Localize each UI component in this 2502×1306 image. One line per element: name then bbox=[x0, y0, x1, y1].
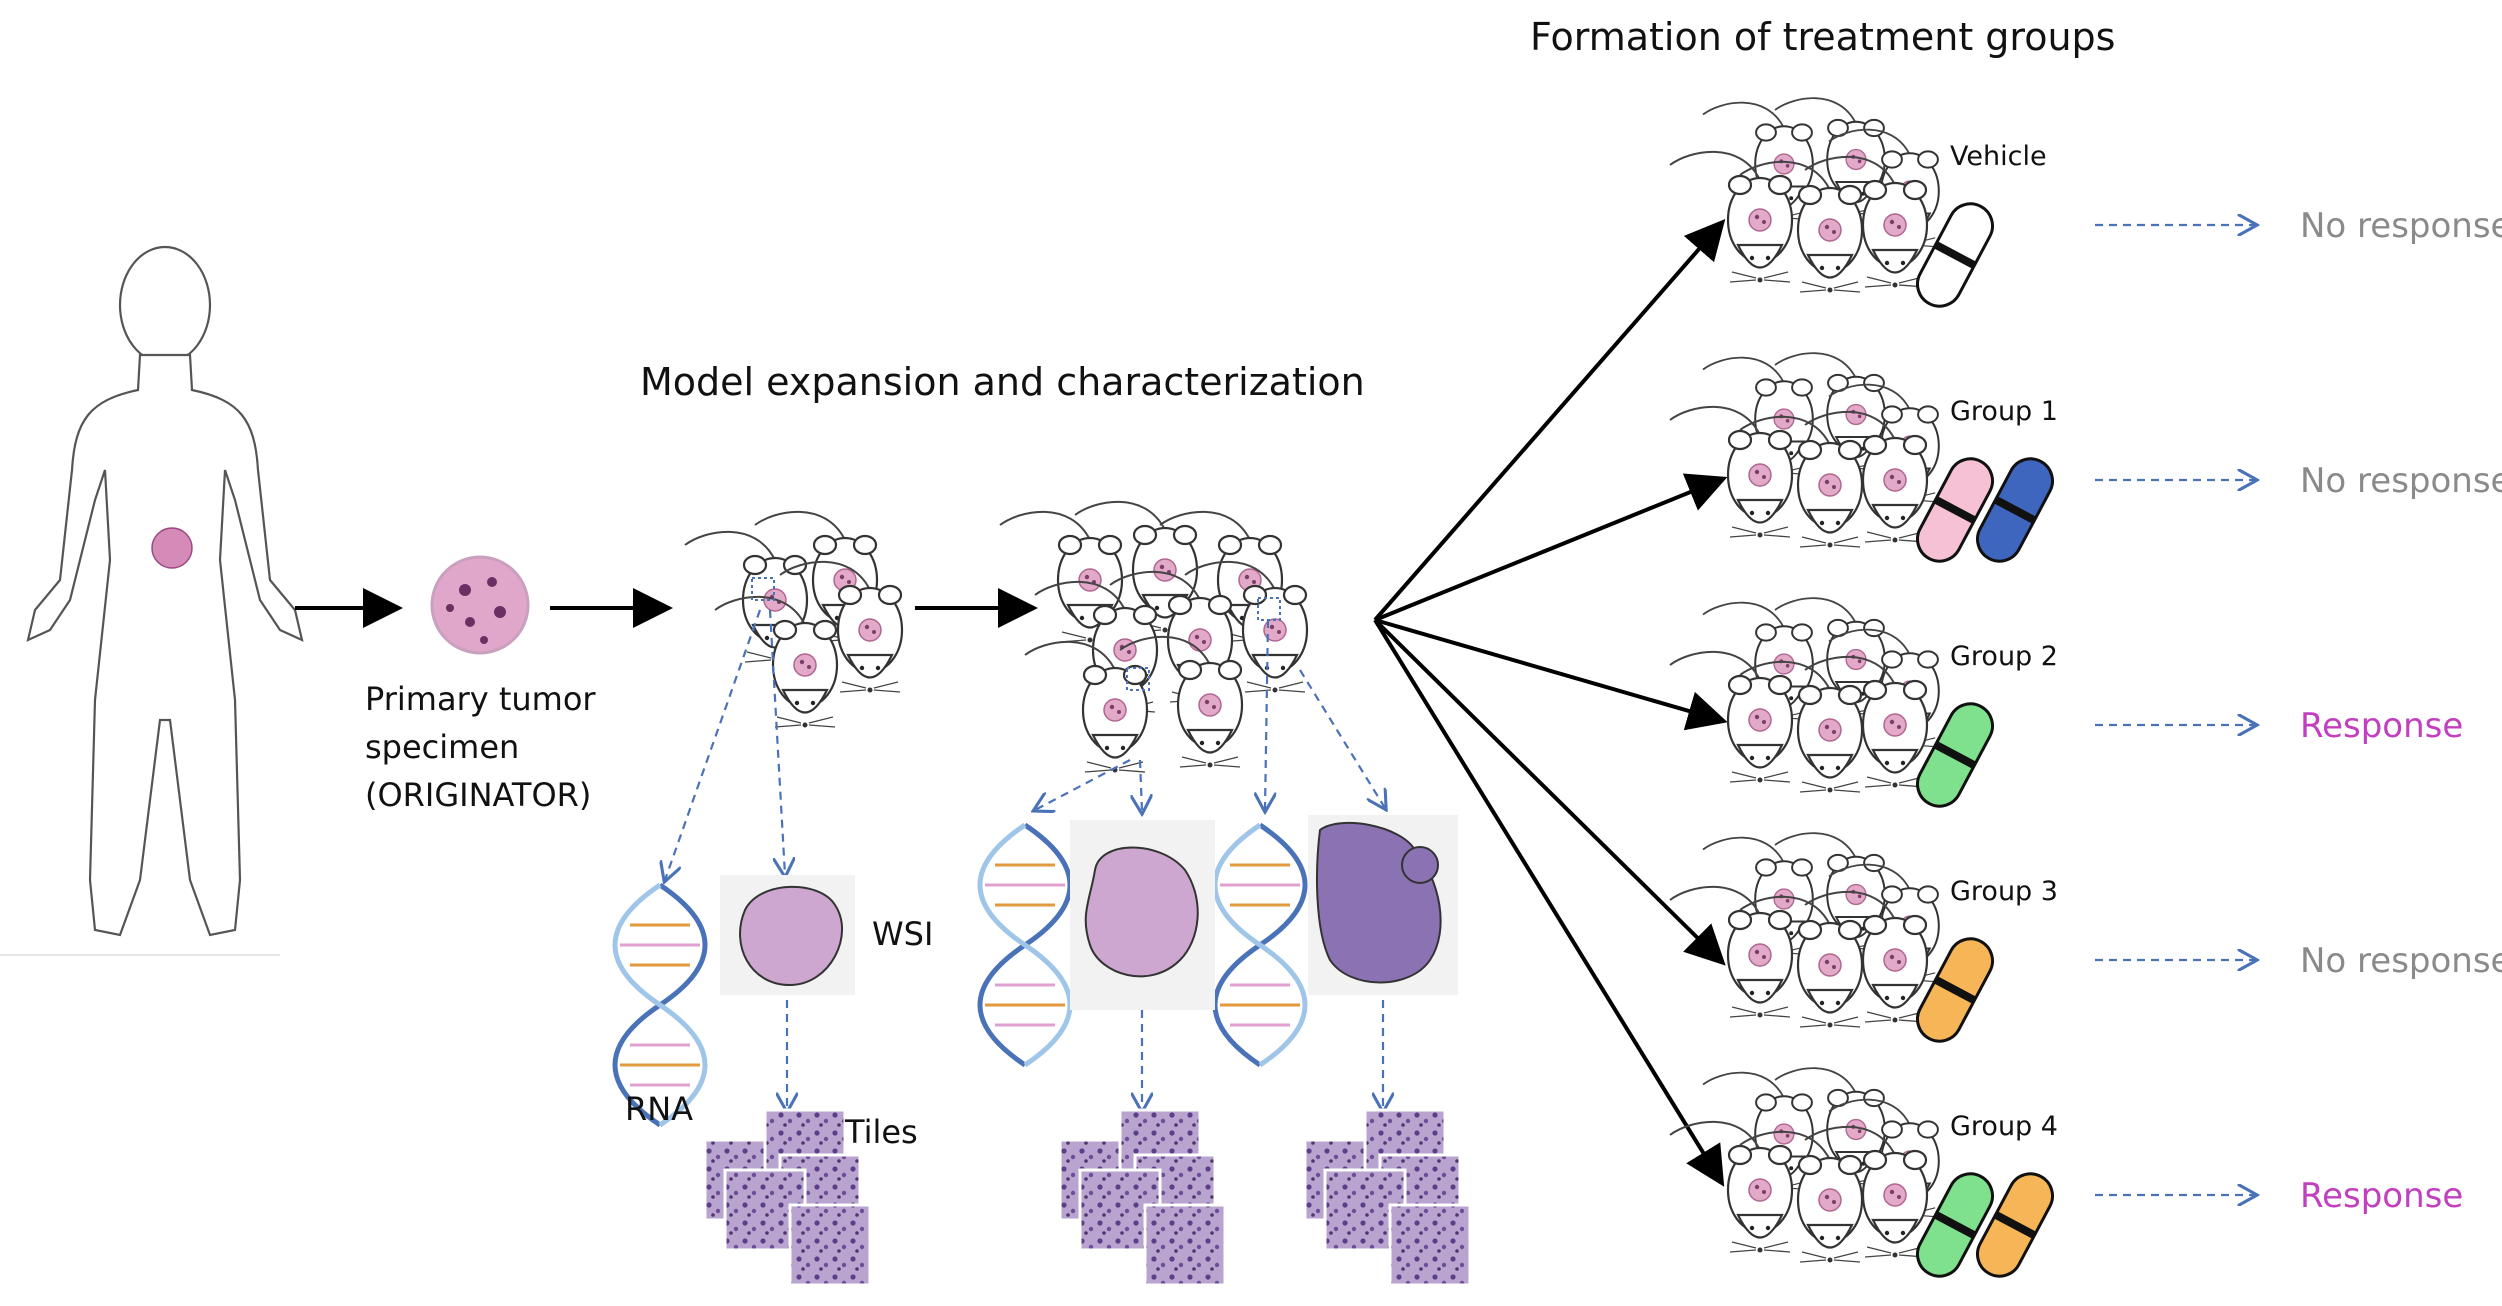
tiles-label: Tiles bbox=[844, 1113, 918, 1151]
mouse-cluster-icon bbox=[1670, 353, 1939, 547]
wsi-slide-icon-3 bbox=[1308, 815, 1458, 995]
primary-tumor-label: Primary tumor specimen (ORIGINATOR) bbox=[365, 680, 606, 814]
rna-helix-icon-3 bbox=[1215, 825, 1305, 1065]
outcome-label: Response bbox=[2300, 1176, 2463, 1216]
capsule-icon bbox=[1916, 937, 1994, 1043]
group-name: Vehicle bbox=[1950, 141, 2047, 172]
outcome-label: No response bbox=[2300, 461, 2502, 501]
wsi-slide-icon bbox=[720, 875, 855, 995]
group-name: Group 3 bbox=[1950, 876, 2058, 907]
rna-helix-icon-2 bbox=[980, 825, 1070, 1065]
outcome-label: Response bbox=[2300, 706, 2463, 746]
outcome-label: No response bbox=[2300, 206, 2502, 246]
tiles-icon-3 bbox=[1303, 1108, 1472, 1287]
mouse-cluster-icon bbox=[1670, 833, 1939, 1027]
mouse-cluster-icon bbox=[1670, 98, 1939, 292]
group-name: Group 4 bbox=[1950, 1111, 2058, 1142]
capsule-icon bbox=[1916, 702, 1994, 808]
mouse-group-initial-icon bbox=[683, 510, 904, 729]
fan-arrows bbox=[1373, 218, 1728, 1187]
capsule-icon bbox=[1976, 1172, 2054, 1278]
rna-helix-icon bbox=[615, 885, 705, 1125]
mouse-cluster-icon bbox=[1670, 598, 1939, 792]
mouse-group-expanded-icon bbox=[998, 500, 1309, 774]
group-name: Group 1 bbox=[1950, 396, 2058, 427]
capsule-icon bbox=[1976, 457, 2054, 563]
capsule-icon bbox=[1916, 457, 1994, 563]
model-expansion-title: Model expansion and characterization bbox=[640, 360, 1365, 404]
wsi-slide-icon-2 bbox=[1070, 820, 1215, 1010]
treatment-group-4: Group 3 No response bbox=[1670, 833, 2502, 1043]
capsule-icon bbox=[1916, 1172, 1994, 1278]
treatment-group-3: Group 2 Response bbox=[1670, 598, 2463, 808]
treatment-group-2: Group 1 No response bbox=[1670, 353, 2502, 563]
tiles-icon-2 bbox=[1058, 1108, 1227, 1287]
treatment-groups-title: Formation of treatment groups bbox=[1530, 15, 2115, 59]
outcome-label: No response bbox=[2300, 941, 2502, 981]
treatment-group-5: Group 4 Response bbox=[1670, 1068, 2463, 1278]
group-name: Group 2 bbox=[1950, 641, 2058, 672]
primary-tumor-icon bbox=[430, 555, 530, 655]
treatment-group-1: Vehicle No response bbox=[1670, 98, 2502, 308]
rna-label: RNA bbox=[625, 1090, 693, 1128]
human-figure-icon bbox=[26, 245, 304, 937]
capsule-icon bbox=[1916, 202, 1994, 308]
wsi-label: WSI bbox=[872, 915, 933, 953]
